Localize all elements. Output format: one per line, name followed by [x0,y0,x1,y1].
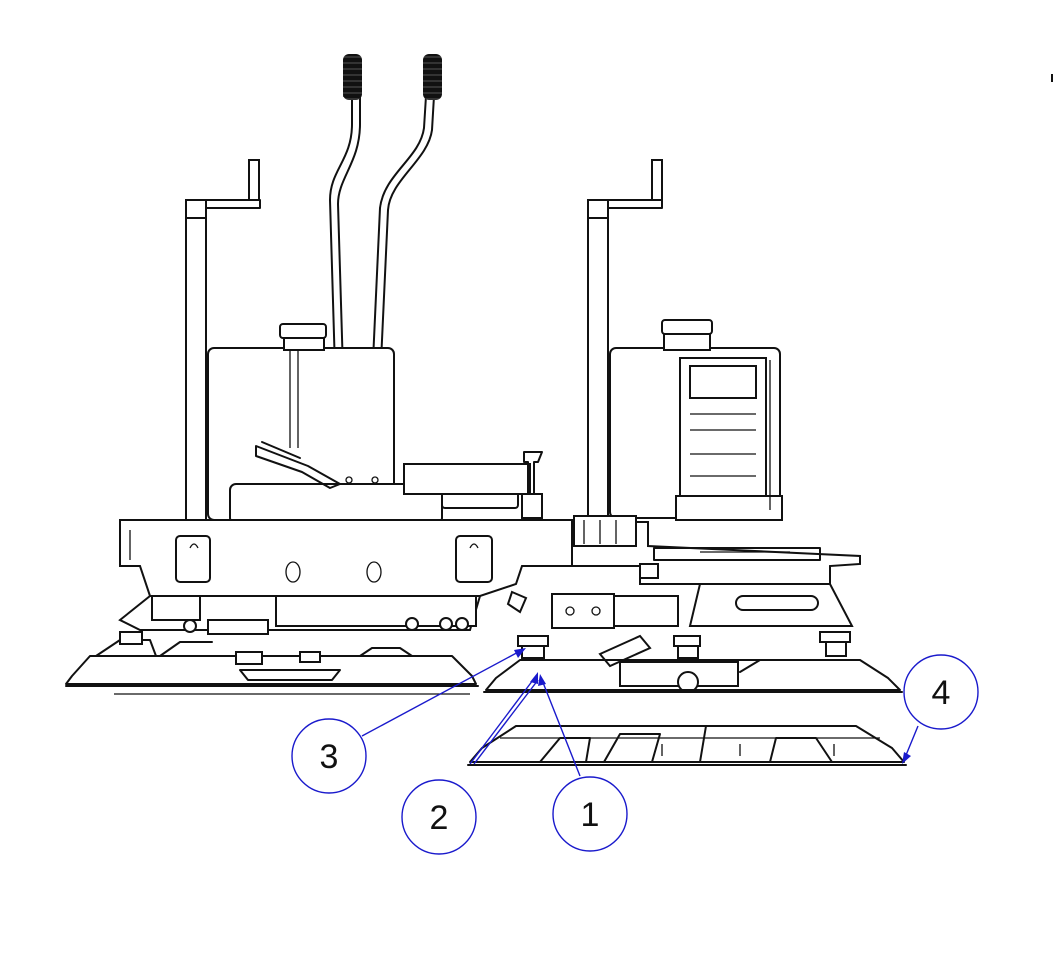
left-trowel-pan [65,631,479,695]
callout-1: 1 [552,776,628,852]
gearbox-assembly [118,583,854,693]
callout-3-label: 3 [320,738,339,776]
main-frame [119,515,861,597]
right-fuel-tank [609,319,783,521]
right-trowel-pan [483,631,903,693]
callout-1-label: 1 [581,796,600,834]
callout-4-label: 4 [932,674,951,712]
callout-3: 3 [291,718,367,794]
detached-trowel-pan [467,725,907,766]
callout-2-label: 2 [430,799,449,837]
callout-2: 2 [401,779,477,855]
callout-4: 4 [903,654,979,730]
left-tower [185,159,261,521]
callout-leaders [361,648,919,777]
